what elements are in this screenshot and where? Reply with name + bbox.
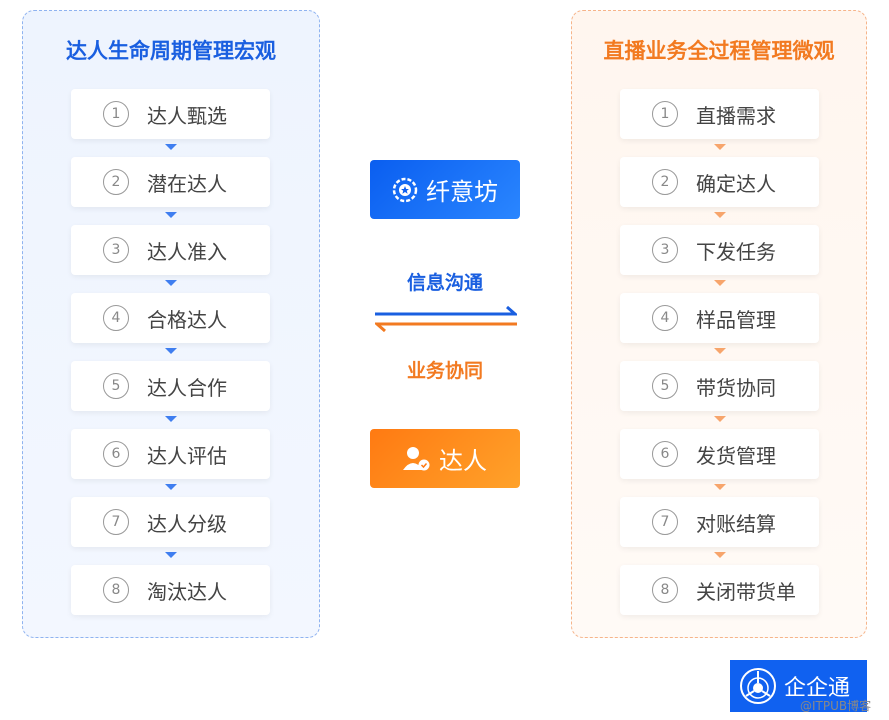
- biz-label: 业务协同: [406, 360, 483, 382]
- step-item: 2 确定达人: [620, 157, 819, 207]
- step-number: 5: [103, 373, 129, 399]
- down-arrow-icon: [165, 484, 177, 490]
- down-arrow-icon: [165, 280, 177, 286]
- info-label: 信息沟通: [406, 272, 483, 294]
- step-item: 6 达人评估: [71, 429, 270, 479]
- step-label: 淘汰达人: [147, 579, 227, 604]
- step-item: 4 合格达人: [71, 293, 270, 343]
- step-number: 3: [103, 237, 129, 263]
- step-item: 3 下发任务: [620, 225, 819, 275]
- step-number: 7: [652, 509, 678, 535]
- step-number: 4: [652, 305, 678, 331]
- down-arrow-icon: [714, 144, 726, 150]
- step-label: 下发任务: [696, 239, 776, 264]
- step-label: 对账结算: [696, 511, 776, 536]
- down-arrow-icon: [165, 552, 177, 558]
- step-item: 8 关闭带货单: [620, 565, 819, 615]
- qianyifang-label: 纤意坊: [426, 178, 498, 206]
- step-item: 5 带货协同: [620, 361, 819, 411]
- step-number: 5: [652, 373, 678, 399]
- step-item: 1 达人甄选: [71, 89, 270, 139]
- step-item: 7 对账结算: [620, 497, 819, 547]
- logo-icon: [740, 668, 776, 704]
- watermark: @ITPUB博客: [800, 699, 872, 713]
- micro-panel: 直播业务全过程管理微观 1 直播需求 2 确定达人 3 下发任务 4 样品管理 5 带货协同 6 发货…: [571, 10, 867, 638]
- down-arrow-icon: [714, 416, 726, 422]
- user-check-icon: [403, 446, 430, 470]
- step-number: 2: [652, 169, 678, 195]
- step-item: 4 样品管理: [620, 293, 819, 343]
- down-arrow-icon: [714, 348, 726, 354]
- step-number: 3: [652, 237, 678, 263]
- step-label: 关闭带货单: [696, 579, 796, 604]
- step-item: 8 淘汰达人: [71, 565, 270, 615]
- macro-panel: 达人生命周期管理宏观 1 达人甄选 2 潜在达人 3 达人准入 4 合格达人 5 达人合作 6 达人评…: [22, 10, 320, 638]
- step-label: 达人分级: [147, 511, 227, 536]
- logo-text: 企企通: [784, 676, 851, 701]
- step-number: 4: [103, 305, 129, 331]
- qiqitong-logo: 企企通: [730, 660, 867, 712]
- down-arrow-icon: [714, 484, 726, 490]
- daren-button[interactable]: 达人: [370, 429, 520, 488]
- step-label: 样品管理: [696, 307, 776, 332]
- step-label: 合格达人: [147, 307, 227, 332]
- down-arrow-icon: [165, 212, 177, 218]
- step-number: 1: [652, 101, 678, 127]
- step-number: 8: [103, 577, 129, 603]
- macro-title: 达人生命周期管理宏观: [66, 39, 276, 63]
- down-arrow-icon: [714, 552, 726, 558]
- step-label: 达人评估: [147, 443, 227, 468]
- micro-title: 直播业务全过程管理微观: [603, 39, 835, 63]
- step-item: 2 潜在达人: [71, 157, 270, 207]
- step-item: 6 发货管理: [620, 429, 819, 479]
- step-number: 6: [103, 441, 129, 467]
- down-arrow-icon: [714, 212, 726, 218]
- step-label: 确定达人: [696, 171, 776, 196]
- down-arrow-icon: [165, 348, 177, 354]
- step-number: 2: [103, 169, 129, 195]
- step-number: 7: [103, 509, 129, 535]
- daren-label: 达人: [439, 447, 487, 475]
- step-number: 6: [652, 441, 678, 467]
- down-arrow-icon: [714, 280, 726, 286]
- step-label: 达人准入: [147, 239, 227, 264]
- step-label: 带货协同: [696, 375, 776, 400]
- step-number: 8: [652, 577, 678, 603]
- step-label: 潜在达人: [147, 171, 227, 196]
- step-label: 发货管理: [696, 443, 776, 468]
- step-item: 1 直播需求: [620, 89, 819, 139]
- qianyifang-button[interactable]: 纤意坊: [370, 160, 520, 219]
- star-badge-icon: [392, 177, 418, 202]
- step-item: 3 达人准入: [71, 225, 270, 275]
- down-arrow-icon: [165, 416, 177, 422]
- step-number: 1: [103, 101, 129, 127]
- step-label: 达人合作: [147, 375, 227, 400]
- step-item: 7 达人分级: [71, 497, 270, 547]
- step-label: 直播需求: [696, 103, 776, 128]
- down-arrow-icon: [165, 144, 177, 150]
- exchange-arrows-icon: [375, 305, 517, 333]
- step-item: 5 达人合作: [71, 361, 270, 411]
- step-label: 达人甄选: [147, 103, 227, 128]
